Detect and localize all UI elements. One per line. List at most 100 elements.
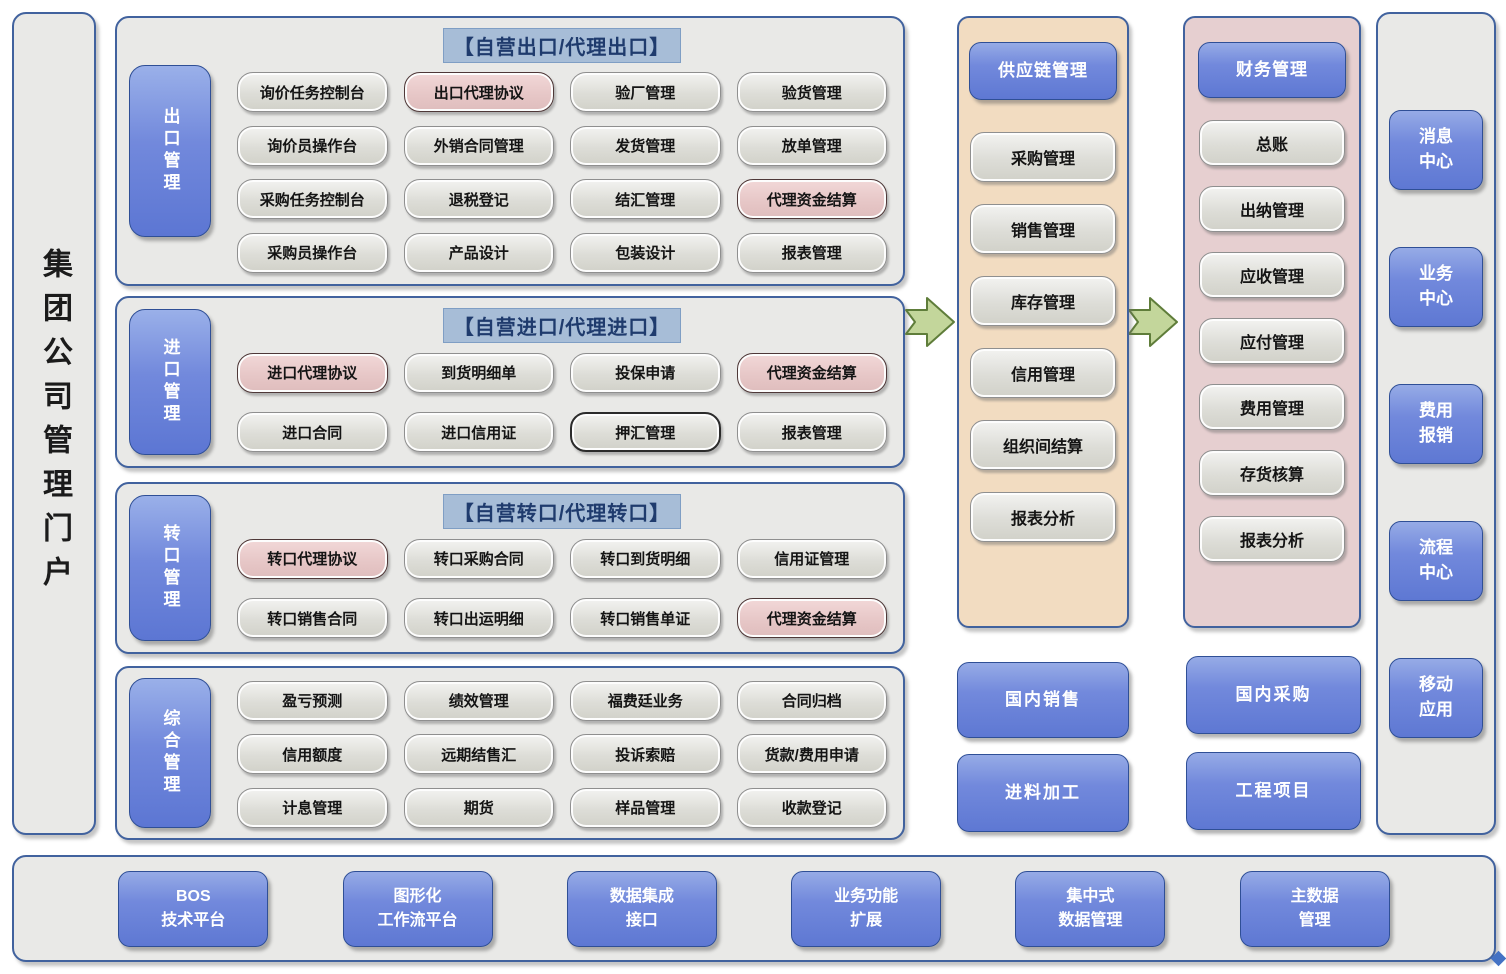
supply-chain-panel: 供应链管理 采购管理 销售管理 库存管理 信用管理 组织间结算 报表分析: [957, 16, 1129, 628]
module-button[interactable]: 采购员操作台: [237, 232, 388, 273]
flow-arrow-icon: [1128, 297, 1178, 347]
module-button[interactable]: 进口合同: [237, 412, 388, 453]
module-button[interactable]: 远期结售汇: [403, 734, 554, 774]
platform-bos[interactable]: BOS 技术平台: [118, 870, 269, 947]
finance-item[interactable]: 总账: [1199, 120, 1345, 166]
supply-chain-item[interactable]: 信用管理: [970, 348, 1116, 398]
section-comprehensive-content: 盈亏预测 绩效管理 福费廷业务 合同归档 信用额度 远期结售汇 投诉索赔 货款/…: [211, 678, 887, 828]
finance-panel: 财务管理 总账 出纳管理 应收管理 应付管理 费用管理 存货核算 报表分析: [1183, 16, 1361, 628]
module-button[interactable]: 投诉索赔: [570, 734, 721, 774]
module-button[interactable]: 转口到货明细: [570, 538, 721, 579]
supply-chain-item[interactable]: 报表分析: [970, 492, 1116, 542]
module-button[interactable]: 验厂管理: [570, 72, 721, 113]
module-button[interactable]: 转口销售合同: [237, 598, 388, 639]
section-export-grid: 询价任务控制台 出口代理协议 验厂管理 验货管理 询价员操作台 外销合同管理 发…: [237, 71, 887, 274]
flow-arrow-icon: [905, 297, 955, 347]
module-button[interactable]: 外销合同管理: [403, 125, 554, 166]
section-export-content: 【自营出口/代理出口】 询价任务控制台 出口代理协议 验厂管理 验货管理 询价员…: [211, 28, 887, 274]
tile-domestic-sales[interactable]: 国内销售: [957, 662, 1129, 738]
module-button[interactable]: 代理资金结算: [736, 352, 887, 393]
supply-chain-item[interactable]: 组织间结算: [970, 420, 1116, 470]
module-button[interactable]: 押汇管理: [570, 412, 721, 453]
module-button[interactable]: 进口代理协议: [237, 352, 388, 393]
right-rail-panel: 消息 中心 业务 中心 费用 报销 流程 中心 移动 应用: [1376, 12, 1496, 835]
supply-chain-item[interactable]: 采购管理: [970, 132, 1116, 182]
section-transit: 转口管理 【自营转口/代理转口】 转口代理协议 转口采购合同 转口到货明细 信用…: [115, 482, 905, 654]
module-button[interactable]: 出口代理协议: [403, 72, 554, 113]
module-button[interactable]: 收款登记: [736, 787, 887, 828]
module-button[interactable]: 投保申请: [570, 352, 721, 393]
module-button[interactable]: 采购任务控制台: [237, 179, 388, 220]
rail-mobile-apps[interactable]: 移动 应用: [1389, 658, 1483, 738]
module-button[interactable]: 货款/费用申请: [736, 734, 887, 774]
supply-chain-item[interactable]: 销售管理: [970, 204, 1116, 254]
module-button[interactable]: 计息管理: [237, 787, 388, 828]
section-import: 进口管理 【自营进口/代理进口】 进口代理协议 到货明细单 投保申请 代理资金结…: [115, 296, 905, 468]
section-label-export[interactable]: 出口管理: [129, 65, 211, 237]
rail-message-center[interactable]: 消息 中心: [1389, 110, 1483, 190]
module-button[interactable]: 转口采购合同: [403, 538, 554, 579]
module-button[interactable]: 代理资金结算: [736, 179, 887, 220]
finance-item[interactable]: 存货核算: [1199, 450, 1345, 496]
module-button[interactable]: 报表管理: [736, 412, 887, 453]
portal-title: 集团公司管理门户: [38, 247, 71, 600]
module-button[interactable]: 放单管理: [736, 125, 887, 166]
platform-centralized-data[interactable]: 集中式 数据管理: [1015, 870, 1166, 947]
section-label-transit[interactable]: 转口管理: [129, 495, 211, 641]
finance-item[interactable]: 出纳管理: [1199, 186, 1345, 232]
section-label-comprehensive[interactable]: 综合管理: [129, 678, 211, 828]
module-button[interactable]: 转口代理协议: [237, 538, 388, 579]
platform-graphical-workflow[interactable]: 图形化 工作流平台: [342, 870, 493, 947]
finance-item[interactable]: 应付管理: [1199, 318, 1345, 364]
rail-expense-reimbursement[interactable]: 费用 报销: [1389, 384, 1483, 464]
section-transit-grid: 转口代理协议 转口采购合同 转口到货明细 信用证管理 转口销售合同 转口出运明细…: [237, 535, 887, 642]
module-button[interactable]: 转口出运明细: [403, 598, 554, 639]
section-transit-content: 【自营转口/代理转口】 转口代理协议 转口采购合同 转口到货明细 信用证管理 转…: [211, 494, 887, 642]
supply-chain-item[interactable]: 库存管理: [970, 276, 1116, 326]
module-button[interactable]: 验货管理: [736, 72, 887, 113]
portal-sidebar: 集团公司管理门户: [12, 12, 96, 835]
module-button[interactable]: 代理资金结算: [736, 598, 887, 639]
module-button[interactable]: 福费廷业务: [570, 680, 721, 721]
platform-bar: BOS 技术平台 图形化 工作流平台 数据集成 接口 业务功能 扩展 集中式 数…: [12, 855, 1496, 962]
section-comprehensive: 综合管理 盈亏预测 绩效管理 福费廷业务 合同归档 信用额度 远期结售汇 投诉索…: [115, 666, 905, 840]
module-button[interactable]: 合同归档: [736, 680, 887, 721]
module-button[interactable]: 信用额度: [237, 734, 388, 774]
module-button[interactable]: 询价员操作台: [237, 125, 388, 166]
module-button[interactable]: 绩效管理: [403, 680, 554, 721]
module-button[interactable]: 发货管理: [570, 125, 721, 166]
section-import-content: 【自营进口/代理进口】 进口代理协议 到货明细单 投保申请 代理资金结算 进口合…: [211, 308, 887, 456]
module-button[interactable]: 盈亏预测: [237, 680, 388, 721]
section-transit-header: 【自营转口/代理转口】: [442, 494, 682, 529]
module-button[interactable]: 产品设计: [403, 232, 554, 273]
platform-business-extension[interactable]: 业务功能 扩展: [791, 870, 942, 947]
module-button[interactable]: 信用证管理: [736, 538, 887, 579]
platform-master-data[interactable]: 主数据 管理: [1239, 870, 1390, 947]
module-button[interactable]: 包装设计: [570, 232, 721, 273]
finance-item[interactable]: 报表分析: [1199, 516, 1345, 562]
module-button[interactable]: 期货: [403, 787, 554, 828]
finance-item[interactable]: 应收管理: [1199, 252, 1345, 298]
module-button[interactable]: 询价任务控制台: [237, 72, 388, 113]
module-button[interactable]: 结汇管理: [570, 179, 721, 220]
module-button[interactable]: 到货明细单: [403, 352, 554, 393]
module-button[interactable]: 报表管理: [736, 232, 887, 273]
tile-domestic-purchase[interactable]: 国内采购: [1186, 656, 1361, 734]
platform-data-integration[interactable]: 数据集成 接口: [566, 870, 717, 947]
rail-process-center[interactable]: 流程 中心: [1389, 521, 1483, 601]
module-button[interactable]: 进口信用证: [403, 412, 554, 453]
supply-chain-title[interactable]: 供应链管理: [969, 42, 1117, 100]
tile-import-processing[interactable]: 进料加工: [957, 754, 1129, 832]
rail-business-center[interactable]: 业务 中心: [1389, 247, 1483, 327]
finance-title[interactable]: 财务管理: [1198, 42, 1346, 98]
module-button[interactable]: 样品管理: [570, 787, 721, 828]
section-export: 出口管理 【自营出口/代理出口】 询价任务控制台 出口代理协议 验厂管理 验货管…: [115, 16, 905, 286]
section-export-header: 【自营出口/代理出口】: [442, 28, 682, 63]
module-button[interactable]: 退税登记: [403, 179, 554, 220]
tile-engineering-project[interactable]: 工程项目: [1186, 752, 1361, 830]
module-button[interactable]: 转口销售单证: [570, 598, 721, 639]
finance-item[interactable]: 费用管理: [1199, 384, 1345, 430]
section-import-header: 【自营进口/代理进口】: [442, 308, 682, 343]
section-comprehensive-grid: 盈亏预测 绩效管理 福费廷业务 合同归档 信用额度 远期结售汇 投诉索赔 货款/…: [237, 680, 887, 828]
section-label-import[interactable]: 进口管理: [129, 309, 211, 455]
